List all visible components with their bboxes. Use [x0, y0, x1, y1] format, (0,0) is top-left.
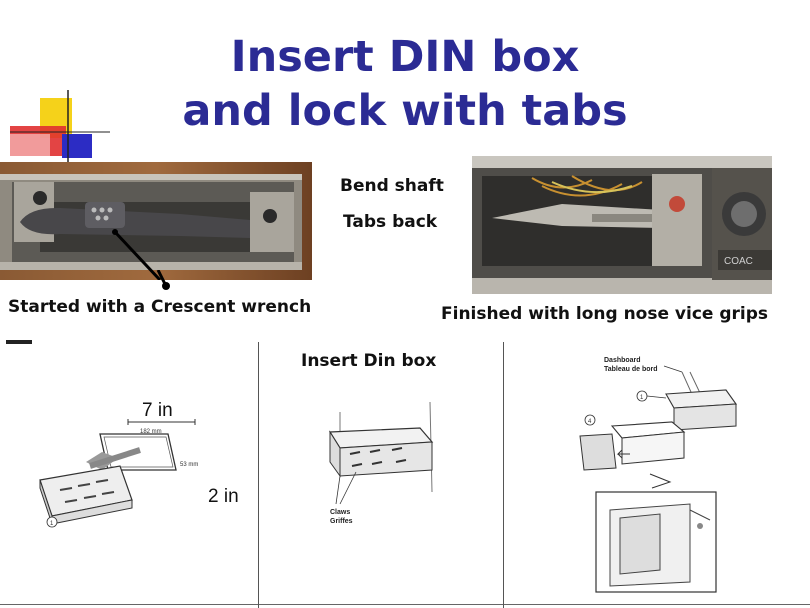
- bend-shaft-label: Bend shaft: [340, 176, 444, 196]
- diagram-dashboard: Dashboard Tableau de bord 1 4: [560, 350, 760, 600]
- insert-din-label: Insert Din box: [301, 351, 437, 371]
- corner-squares-icon: [10, 90, 110, 162]
- diagram-dimensions: 7 in 182 mm 53 mm 2 in 1: [20, 390, 250, 600]
- dashboard-callout-1: 1: [640, 395, 644, 401]
- callout-1: 1: [50, 521, 54, 527]
- photo-crescent-wrench: [0, 162, 312, 280]
- height-mm: 53 mm: [180, 462, 198, 468]
- photo-vice-grips: COAC: [472, 156, 772, 294]
- width-label: 7 in: [142, 400, 173, 421]
- din-claws-diagram: Claws Griffes: [328, 401, 434, 525]
- wrench-photo-image: [0, 162, 312, 280]
- right-caption: Finished with long nose vice grips: [441, 304, 769, 324]
- slide-title: Insert DIN box and lock with tabs: [0, 30, 810, 138]
- title-line-2: and lock with tabs: [182, 86, 628, 136]
- divider-left: [258, 342, 259, 608]
- griffes-label: Griffes: [330, 518, 353, 525]
- title-line-1: Insert DIN box: [230, 32, 580, 82]
- tabs-back-label: Tabs back: [343, 212, 438, 232]
- diagram-claws: Claws Griffes: [300, 392, 460, 532]
- bottom-divider-horizontal: [0, 604, 810, 605]
- dashboard-callout-4: 4: [588, 419, 592, 425]
- claws-label: Claws: [330, 509, 350, 516]
- tableau-label: Tableau de bord: [604, 366, 658, 373]
- small-dash: [6, 340, 32, 344]
- wrench-pointer: [150, 269, 170, 292]
- left-caption: Started with a Crescent wrench: [8, 297, 312, 317]
- din-dashboard-diagram: Dashboard Tableau de bord 1 4: [579, 357, 738, 593]
- height-label: 2 in: [208, 486, 239, 507]
- coac-logo-text: COAC: [724, 256, 753, 267]
- din-dimensions-diagram: 7 in 182 mm 53 mm 2 in 1: [39, 400, 239, 528]
- dashboard-label: Dashboard: [604, 357, 641, 364]
- width-mm: 182 mm: [140, 429, 162, 435]
- decorative-corner: [10, 90, 110, 170]
- divider-right: [503, 342, 504, 608]
- vice-grips-photo-image: COAC: [472, 156, 772, 294]
